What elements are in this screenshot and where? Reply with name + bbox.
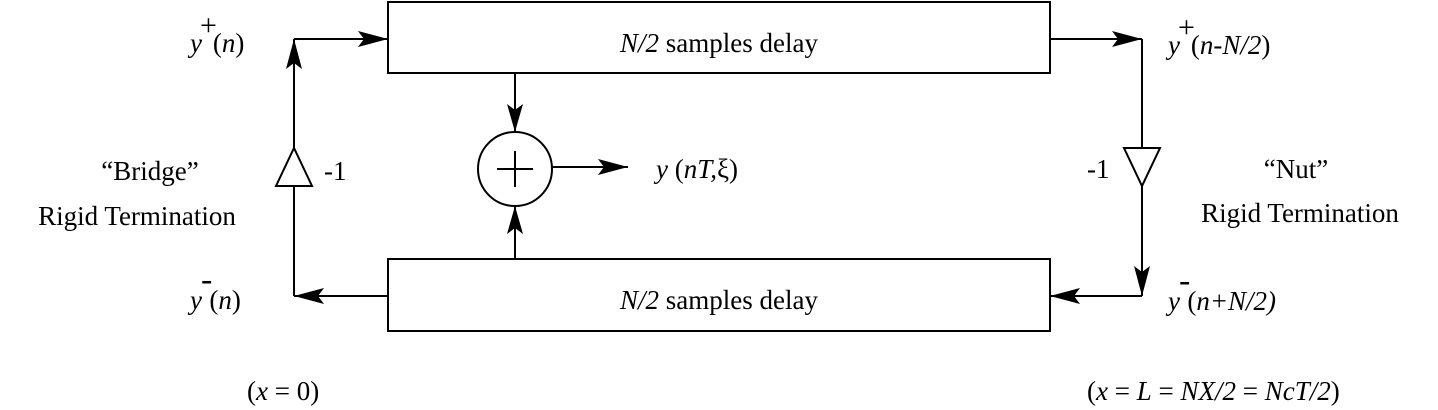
y-plus-right-label: y+(n-N/2) (1165, 11, 1270, 60)
y-plus-left-label: y+(n) (187, 9, 244, 58)
nut-gain-triangle (1122, 147, 1162, 189)
nut-down-arrowhead (1134, 266, 1150, 296)
y-minus-left-label: y-(n) (187, 261, 241, 315)
position-left-label: (x = 0) (247, 376, 319, 406)
nut-label-line1: “Nut” (1264, 154, 1328, 184)
nut-gain-label: -1 (1087, 154, 1110, 184)
upper-delay-label: N/2 samples delay (619, 28, 818, 58)
upper-input-arrowhead (358, 31, 388, 47)
lower-output-arrowhead (294, 288, 324, 304)
bridge-label-line1: “Bridge” (101, 156, 198, 186)
nut-label-line2: Rigid Termination (1201, 198, 1399, 228)
output-label: y (nT,ξ) (653, 154, 738, 184)
lower-delay-label: N/2 samples delay (619, 285, 818, 315)
sum-bottom-arrowhead (507, 206, 523, 234)
sum-output-arrowhead (598, 159, 628, 175)
upper-delay-box (387, 1, 1051, 74)
position-right-label: (x = L = NX/2 = NcT/2) (1087, 376, 1340, 406)
lower-input-arrowhead (1050, 288, 1080, 304)
bridge-gain-label: -1 (324, 156, 347, 186)
bridge-label-line2: Rigid Termination (38, 201, 236, 231)
lower-delay-box (387, 258, 1051, 332)
sum-top-arrowhead (507, 104, 523, 132)
y-minus-right-label: y-(n+N/2) (1165, 262, 1276, 316)
bridge-gain-triangle (274, 145, 314, 187)
upper-output-arrowhead (1112, 31, 1142, 47)
bridge-up-arrowhead (286, 39, 302, 69)
